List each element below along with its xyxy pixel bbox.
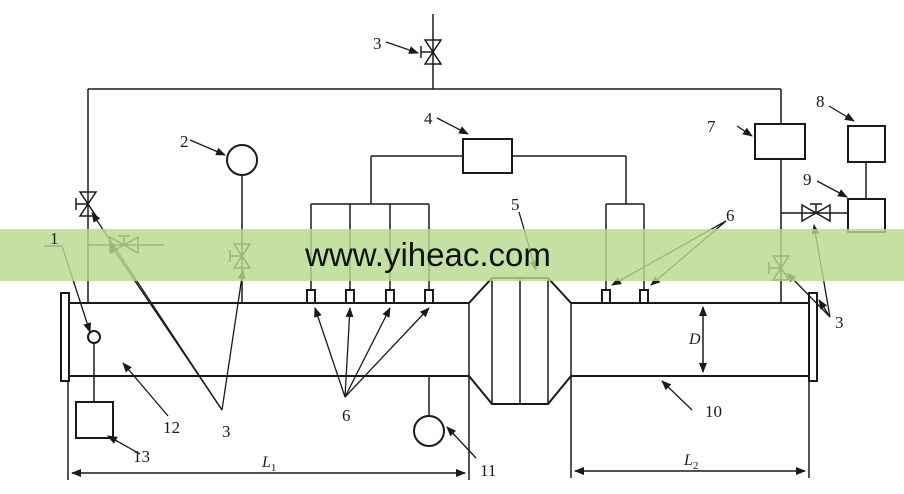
watermark-band: www.yiheac.com xyxy=(0,229,904,281)
valve-top xyxy=(420,39,443,65)
dimension-labels: L1 L2 D xyxy=(261,331,701,474)
inlet-pipe xyxy=(60,292,469,382)
instrument-8 xyxy=(847,125,886,199)
thermometer-1 xyxy=(75,330,114,439)
part-labels: 1 2 3 4 5 6 7 8 9 3 10 11 12 3 6 13 xyxy=(50,34,844,480)
instrument-9 xyxy=(781,198,886,233)
dim-D: D xyxy=(688,331,701,348)
label-12: 12 xyxy=(163,418,180,437)
label-10: 10 xyxy=(705,402,722,421)
label-3-right: 3 xyxy=(835,313,844,332)
dim-L1: L1 xyxy=(261,454,276,474)
label-6-bottom: 6 xyxy=(342,406,351,425)
test-specimen xyxy=(468,277,572,405)
dim-L2: L2 xyxy=(683,452,698,472)
valve-left-header xyxy=(75,191,98,217)
label-8: 8 xyxy=(816,92,825,111)
label-3-bottom: 3 xyxy=(222,422,231,441)
label-4: 4 xyxy=(424,109,433,128)
label-2: 2 xyxy=(180,132,189,151)
label-6-right: 6 xyxy=(726,206,735,225)
instrument-4 xyxy=(370,138,627,204)
label-3-top: 3 xyxy=(373,34,382,53)
instrument-7 xyxy=(754,123,806,160)
label-1: 1 xyxy=(50,229,59,248)
label-11: 11 xyxy=(480,461,496,480)
dimension-lines xyxy=(67,306,810,480)
label-13: 13 xyxy=(133,447,150,466)
label-7: 7 xyxy=(707,117,716,136)
label-9: 9 xyxy=(803,170,812,189)
gauge-11 xyxy=(413,376,445,447)
label-5: 5 xyxy=(511,195,520,214)
watermark-text: www.yiheac.com xyxy=(304,236,551,273)
